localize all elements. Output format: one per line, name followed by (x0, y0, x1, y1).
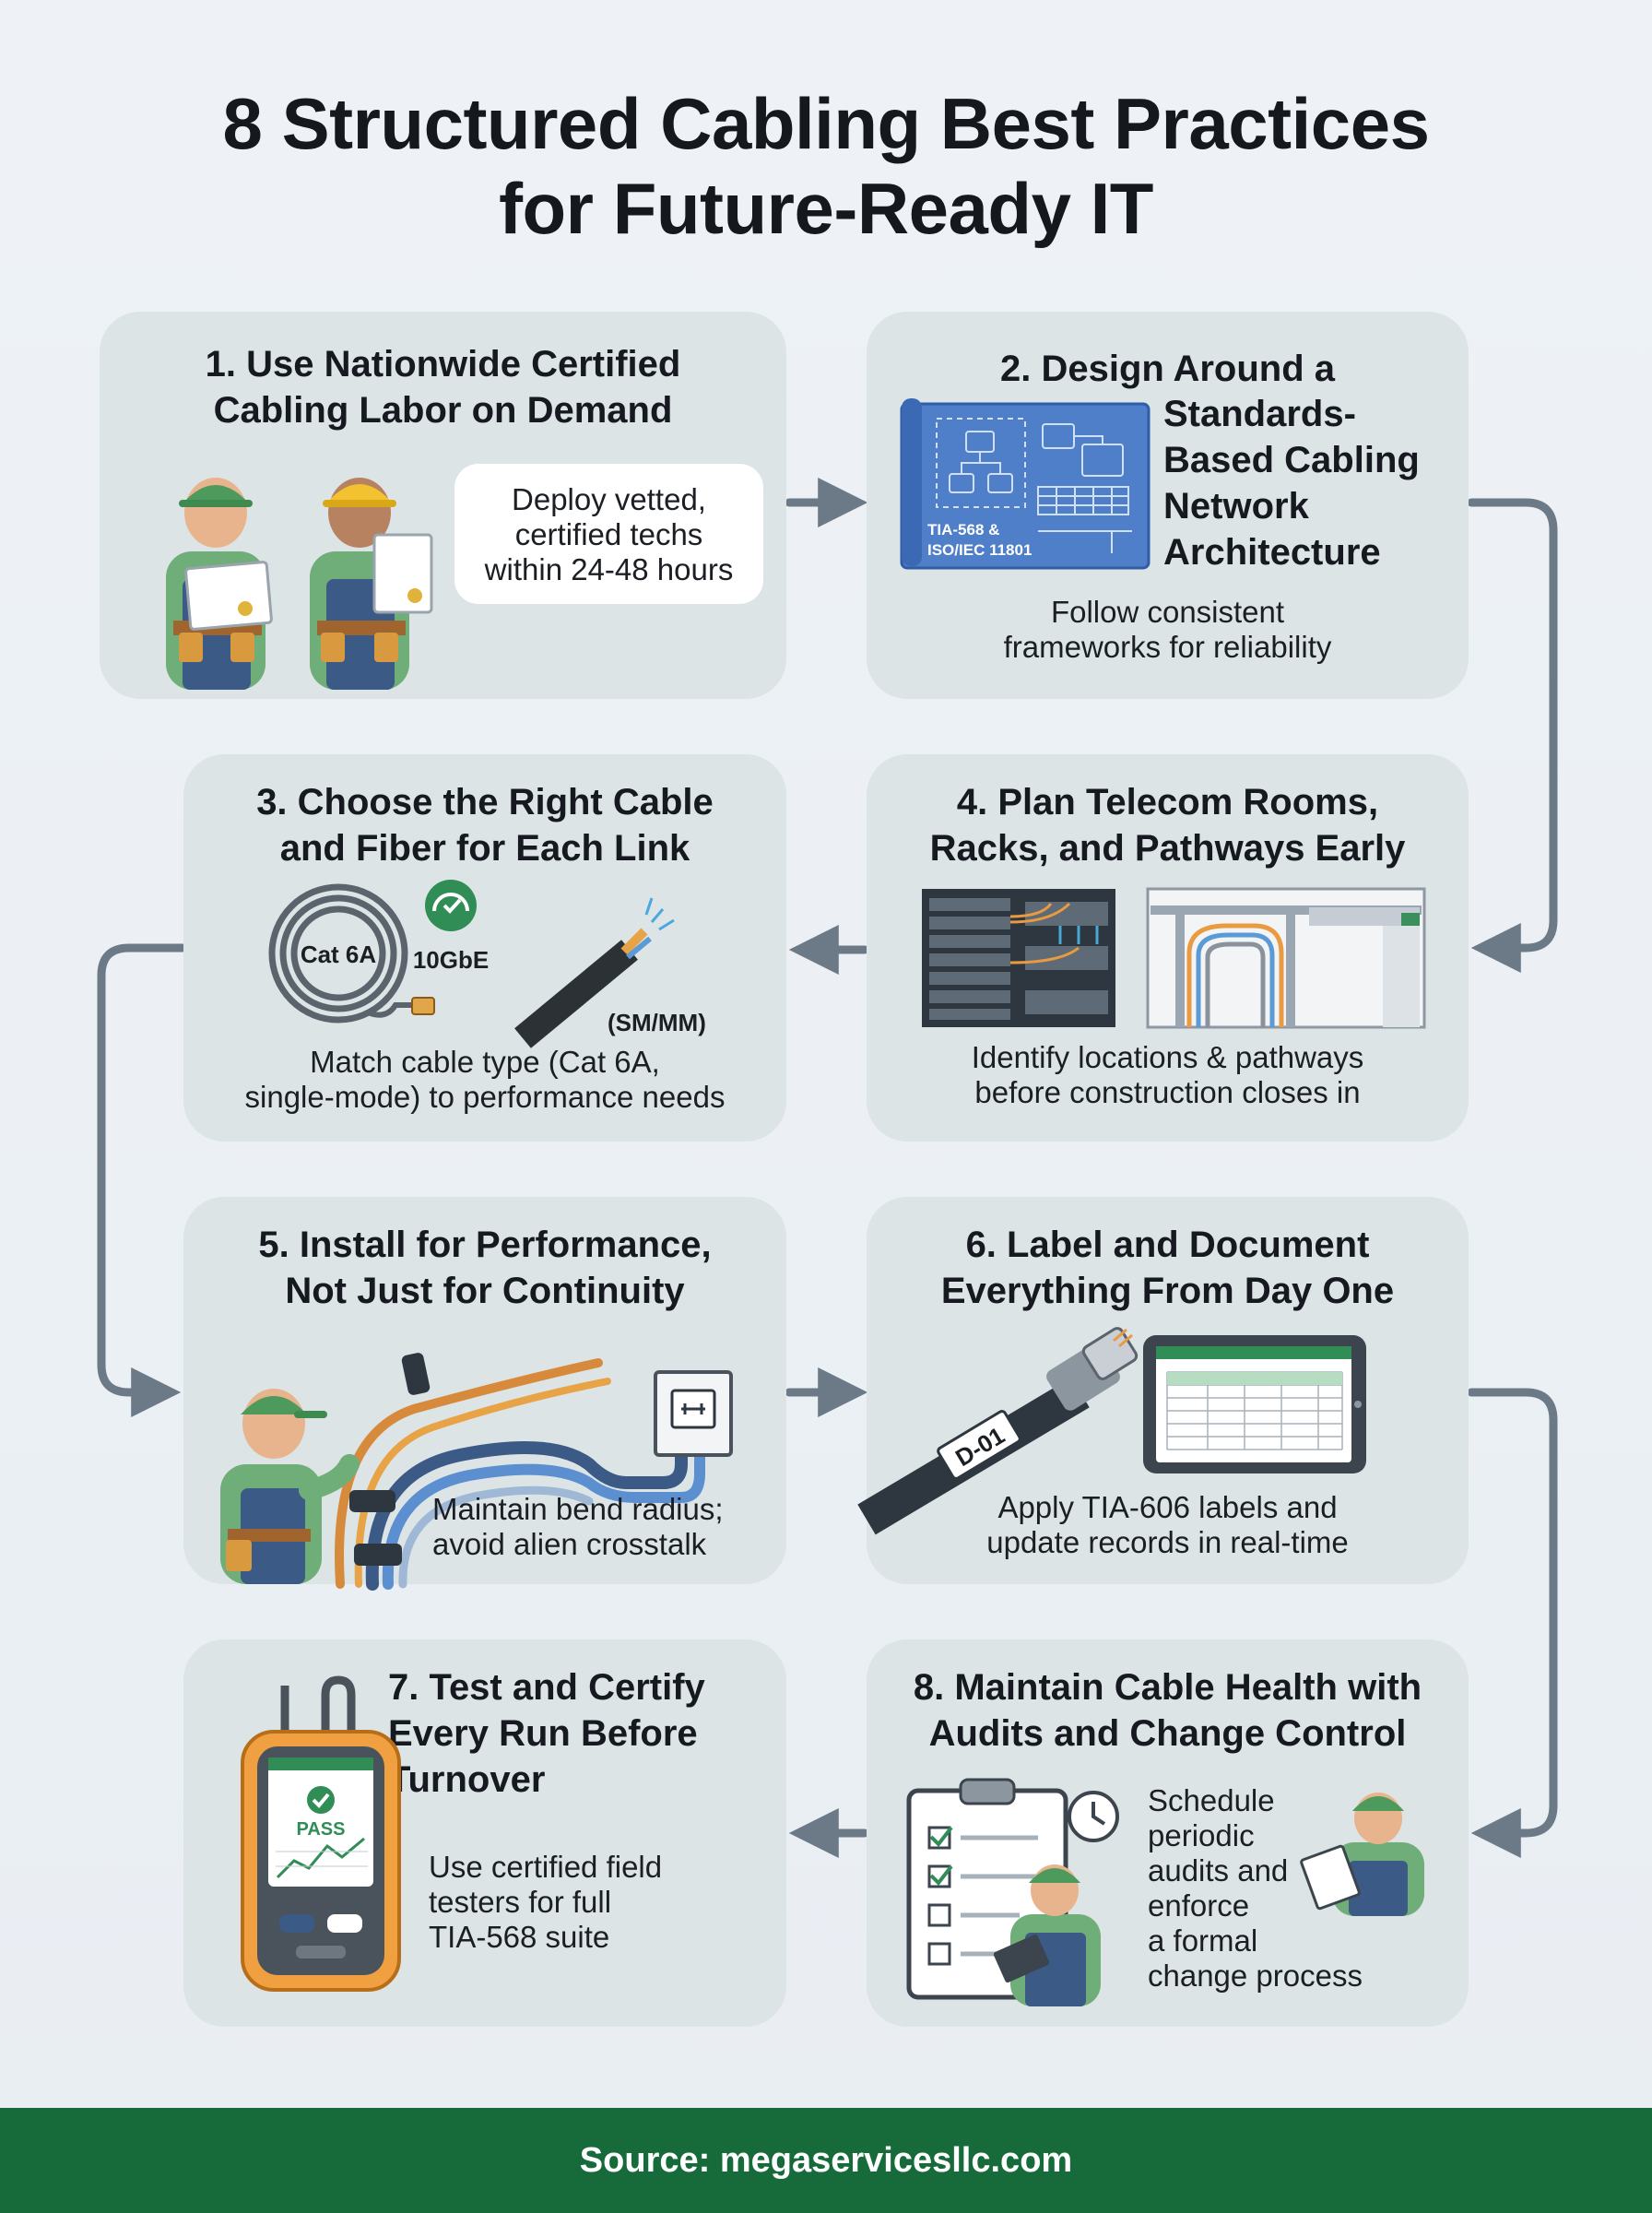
arrow-3-to-5 (97, 943, 187, 1417)
card-1-desc-line-1: Deploy vetted, (512, 482, 706, 516)
card-8-desc: Schedule periodic audits and enforce a f… (1148, 1783, 1363, 1993)
tester-pass-label: PASS (297, 1819, 346, 1840)
label-tablet-icon: D-01 (857, 1327, 1366, 1535)
card-7-desc: Use certified field testers for full TIA… (429, 1850, 663, 1954)
card-5-title: 5. Install for Performance, Not Just for… (258, 1225, 712, 1311)
cable-fiber-icon: Cat 6A 10GbE (SM/MM) (268, 880, 706, 1048)
page-title: 8 Structured Cabling Best Practices for … (0, 81, 1652, 251)
blueprint-icon: TIA-568 & ISO/IEC 11801 (900, 398, 1150, 570)
card-4-title: 4. Plan Telecom Rooms, Racks, and Pathwa… (929, 782, 1406, 869)
card-1-title: 1. Use Nationwide Certified Cabling Labo… (205, 344, 681, 431)
card-8-title: 8. Maintain Cable Health with Audits and… (913, 1667, 1422, 1754)
card-7-title: 7. Test and Certify Every Run Before Tur… (388, 1667, 705, 1800)
card-5-desc: Maintain bend radius; avoid alien crosst… (432, 1492, 724, 1561)
card-6-title: 6. Label and Document Everything From Da… (940, 1225, 1395, 1311)
card-2-title-rest: Standards- Based Cabling Network Archite… (1163, 394, 1420, 573)
technicians-icon (166, 478, 433, 690)
cable-tester-icon: PASS (241, 1675, 401, 1992)
fiber-label: (SM/MM) (608, 1009, 706, 1036)
card-3-title: 3. Choose the Right Cable and Fiber for … (256, 782, 714, 869)
arrow-6-to-8 (1467, 1388, 1558, 1858)
audit-checklist-icon (906, 1778, 1119, 2006)
card-7: 7. Test and Certify Every Run Before Tur… (183, 1639, 786, 2027)
card-1: 1. Use Nationwide Certified Cabling Labo… (100, 312, 786, 699)
card-2-desc: Follow consistent frameworks for reliabi… (1003, 595, 1332, 664)
blueprint-label-line-2: ISO/IEC 11801 (927, 541, 1032, 559)
card-3: 3. Choose the Right Cable and Fiber for … (183, 754, 786, 1142)
title-line-2: for Future-Ready IT (499, 168, 1153, 249)
card-3-desc: Match cable type (Cat 6A, single-mode) t… (244, 1045, 726, 1114)
auditor-technician-icon (1300, 1793, 1424, 1916)
card-1-desc-line-3: within 24-48 hours (484, 552, 734, 586)
server-racks-icon (922, 887, 1426, 1029)
source-footer: Source: megaservicesllc.com (0, 2108, 1652, 2213)
technician-cables-icon (220, 1353, 733, 1591)
card-1-desc-line-2: certified techs (514, 517, 703, 551)
card-6: 6. Label and Document Everything From Da… (857, 1197, 1469, 1584)
arrow-2-to-4 (1467, 498, 1558, 973)
card-2-title-first: 2. Design Around a (999, 349, 1335, 389)
blueprint-label-line-1: TIA-568 & (927, 521, 999, 538)
card-4-desc: Identify locations & pathways before con… (971, 1040, 1364, 1109)
speed-label: 10GbE (413, 946, 489, 974)
title-line-1: 8 Structured Cabling Best Practices (222, 83, 1430, 164)
card-5: 5. Install for Performance, Not Just for… (183, 1197, 786, 1591)
cable-label: Cat 6A (301, 941, 377, 968)
card-6-desc: Apply TIA-606 labels and update records … (986, 1490, 1349, 1559)
card-1-speech-bubble: Deploy vetted, certified techs within 24… (454, 464, 763, 604)
card-2: 2. Design Around a Standards- Based Cabl… (867, 312, 1469, 699)
card-4: 4. Plan Telecom Rooms, Racks, and Pathwa… (867, 754, 1469, 1142)
card-8: 8. Maintain Cable Health with Audits and… (867, 1639, 1469, 2027)
